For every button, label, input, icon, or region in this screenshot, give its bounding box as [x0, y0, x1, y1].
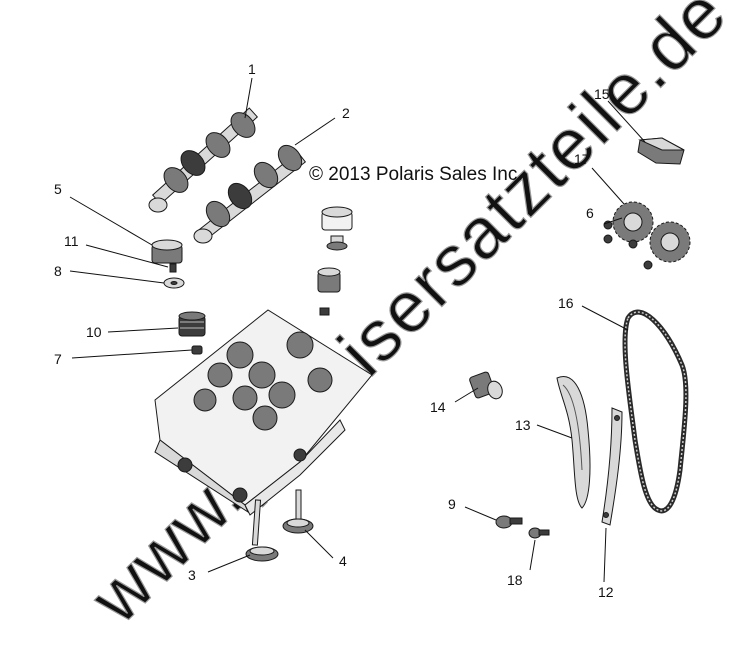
callout-10: 10	[86, 324, 102, 340]
valve-seal-7[interactable]	[191, 345, 203, 355]
callout-13: 13	[515, 417, 531, 433]
callout-14: 14	[430, 399, 446, 415]
copyright-text: © 2013 Polaris Sales Inc.	[309, 164, 523, 185]
callout-1: 1	[248, 61, 256, 77]
spring-retainer-8[interactable]	[163, 277, 185, 289]
callout-12: 12	[598, 584, 614, 600]
sprocket-bolts-6[interactable]	[603, 220, 613, 244]
chain-tensioner-guide-13[interactable]	[556, 376, 591, 509]
callout-9: 9	[448, 496, 456, 512]
cam-chain-tensioner-14[interactable]	[469, 371, 505, 401]
svg-text:www.polarisersatzteile.de: www.polarisersatzteile.de	[75, 0, 742, 639]
cylinder-head	[154, 309, 373, 516]
camshaft-2[interactable]	[193, 141, 307, 244]
callout-7: 7	[54, 351, 62, 367]
callout-16: 16	[558, 295, 574, 311]
callout-5: 5	[54, 181, 62, 197]
callout-2: 2	[342, 105, 350, 121]
callout-18: 18	[507, 572, 523, 588]
callout-8: 8	[54, 263, 62, 279]
chain-guide-12[interactable]	[601, 407, 623, 526]
callout-4: 4	[339, 553, 347, 569]
chain-guide-bracket-15[interactable]	[637, 137, 685, 165]
camshaft-1[interactable]	[148, 107, 260, 213]
callout-6: 6	[586, 205, 594, 221]
timing-chain-16[interactable]	[622, 309, 689, 514]
valve-4[interactable]	[282, 489, 314, 534]
callout-11: 11	[64, 233, 79, 249]
watermark: www.polarisersatzteile.de	[75, 0, 743, 640]
bucket-tappet-5[interactable]	[151, 239, 183, 264]
callout-3: 3	[188, 567, 196, 583]
valve-spring-upper	[317, 267, 341, 316]
guide-bolt-9[interactable]	[495, 515, 523, 529]
cam-sprockets-17[interactable]	[612, 201, 691, 270]
leader-lines	[69, 77, 646, 583]
callout-17: 17	[574, 151, 590, 167]
valve-3[interactable]	[245, 499, 279, 562]
bucket-tappet-upper	[321, 206, 353, 251]
guide-bolt-18[interactable]	[528, 527, 550, 539]
valve-spring-10[interactable]	[178, 311, 206, 337]
callout-labels: 1 2 3 4 5 6 7 8 9 10 11 12 13 14 15 16 1…	[54, 61, 614, 600]
valve-keeper-11[interactable]	[169, 263, 177, 273]
callout-15: 15	[594, 86, 610, 102]
